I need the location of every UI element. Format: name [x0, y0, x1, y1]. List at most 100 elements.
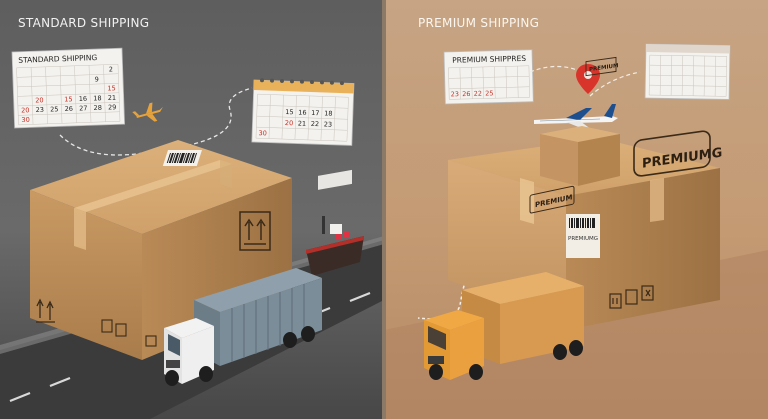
- premium-delivery-truck: PREMIUM: [424, 185, 584, 380]
- standard-calendar-1-day: 25: [50, 105, 59, 113]
- standard-calendar-2-day: 20: [285, 119, 294, 127]
- standard-calendar-2-day: 23: [324, 120, 333, 128]
- premium-calendar-2-grid-line: [649, 54, 727, 57]
- premium-calendar-1-grid-line: [448, 67, 450, 100]
- premium-small-box: PREMIUM: [540, 56, 620, 186]
- premium-calendar-2-grid-line: [692, 55, 695, 96]
- standard-calendar-1-day: 20: [35, 96, 44, 104]
- premium-calendar-2-grid-line: [681, 55, 684, 96]
- standard-calendar-2-grid-line: [255, 94, 258, 139]
- standard-calendar-2-day: 16: [298, 108, 307, 116]
- standard-calendar-2-grid-line: [256, 115, 348, 120]
- premium-calendar-2: [644, 43, 731, 100]
- standard-calendar-2-grid-line: [294, 95, 297, 140]
- barcode-label: [162, 150, 202, 166]
- standard-calendar-2-grid-line: [346, 97, 349, 142]
- standard-calendar-2-day: 30: [258, 129, 267, 137]
- premium-calendar-2-grid-line: [649, 84, 727, 87]
- standard-calendar-1-grid-line: [17, 92, 119, 97]
- this-side-up-icon-2: [36, 298, 55, 323]
- standard-calendar-1-grid-line: [45, 66, 48, 124]
- premium-barcode-sticker: PREMIUMG: [566, 214, 600, 258]
- standard-calendar-1-day: 21: [108, 94, 117, 102]
- standard-calendar-1-grid-line: [17, 83, 119, 88]
- standard-calendar-2-grid-line: [333, 96, 336, 141]
- standard-calendar-1-day: 18: [93, 94, 102, 102]
- premium-calendar-2-grid-line: [725, 56, 728, 97]
- standard-calendar-1-day: 26: [64, 105, 73, 113]
- premium-calendar-1-grid-line: [471, 67, 473, 99]
- panel-divider: [382, 0, 386, 419]
- standard-calendar-1-grid-line: [88, 65, 92, 123]
- standard-calendar-2: 15 16 17 18 20 21 22 23 30: [251, 78, 355, 146]
- premium-calendar-1-title: PREMIUM SHIPPRES: [452, 54, 526, 65]
- airplane-icon: [132, 102, 163, 122]
- standard-calendar-2-day: 22: [311, 120, 320, 128]
- premium-calendar-1-day: 26: [462, 90, 470, 98]
- premium-barcode-text: PREMIUMG: [568, 236, 598, 242]
- standard-calendar-1-grid-line: [17, 102, 120, 107]
- standard-calendar-1-day: 23: [36, 106, 45, 114]
- premium-small-box-label: PREMIUM: [589, 63, 618, 73]
- premium-calendar-1-grid-line: [494, 66, 496, 99]
- standard-package-box: [30, 140, 292, 360]
- standard-calendar-2-grid-line: [256, 126, 348, 131]
- standard-calendar-1-day: 29: [108, 103, 117, 111]
- premium-shipping-title: PREMIUM SHIPPING: [418, 16, 540, 30]
- standard-calendar-2-day: 18: [324, 109, 333, 117]
- standard-calendar-1-day: 16: [79, 95, 88, 103]
- standard-route-line: [59, 87, 253, 156]
- standard-calendar-2-grid-line: [257, 93, 349, 98]
- standard-calendar-2-day: 15: [285, 108, 294, 116]
- premium-calendar-2-grid-line: [714, 56, 717, 97]
- fragile-icons: [101, 319, 157, 347]
- standard-calendar-1-grid-line: [16, 73, 119, 78]
- this-side-up-icon: [239, 211, 271, 251]
- standard-calendar-2-grid-line: [255, 137, 347, 142]
- handling-icons: [609, 285, 654, 309]
- standard-calendar-2-grid-line: [320, 96, 323, 141]
- premium-calendar-1-grid-line: [459, 67, 461, 100]
- standard-calendar-1-day: 9: [95, 75, 99, 83]
- standard-calendar-1-day: 30: [21, 116, 30, 124]
- standard-calendar-1-grid-line: [16, 67, 19, 125]
- premium-calendar-1-grid-line: [448, 86, 530, 90]
- premium-calendar-1-grid-line: [517, 66, 519, 98]
- premium-calendar-2-grid-line: [648, 55, 651, 96]
- standard-calendar-2-grid-line: [307, 95, 310, 140]
- premium-calendar-1-grid-line: [505, 66, 507, 98]
- standard-calendar-1-grid-line: [59, 66, 63, 124]
- standard-calendar-1-grid-line: [18, 121, 120, 126]
- standard-calendar-2-day: 21: [298, 119, 307, 127]
- standard-calendar-1-day: 2: [109, 65, 113, 73]
- premium-route-line-2: [589, 71, 641, 97]
- standard-calendar-1-grid-line: [18, 111, 120, 116]
- standard-calendar-2-grid-line: [257, 104, 349, 109]
- premium-calendar-2-grid-line: [659, 55, 662, 96]
- container-truck: [164, 268, 322, 386]
- standard-calendar-1-grid-line: [103, 64, 106, 122]
- premium-calendar-1-grid-line: [528, 65, 530, 98]
- standard-calendar-1-grid-line: [117, 64, 121, 122]
- premium-calendar-2-grid-line: [649, 74, 727, 77]
- premium-calendar-1-grid-line: [448, 65, 529, 69]
- standard-calendar-1-day: 27: [79, 104, 88, 112]
- standard-calendar-1-day: 20: [21, 106, 30, 114]
- standard-calendar-1-day: 28: [93, 104, 102, 112]
- standard-calendar-1-grid-line: [74, 65, 77, 123]
- premium-calendar-1-day: 23: [451, 90, 459, 98]
- cargo-ship: [306, 169, 364, 276]
- premium-calendar-1-day: 22: [474, 90, 482, 98]
- premium-calendar-1-day: 25: [485, 89, 493, 97]
- premium-calendar-2-grid-line: [703, 56, 706, 97]
- standard-calendar-1-grid-line: [16, 64, 119, 69]
- standard-calendar-2-day: 17: [311, 109, 320, 117]
- standard-shipping-title: STANDARD SHIPPING: [18, 16, 150, 30]
- premium-calendar-2-grid-line: [649, 64, 727, 67]
- premium-calendar-2-grid-line: [670, 55, 673, 96]
- standard-calendar-2-grid-line: [281, 95, 284, 140]
- premium-calendar-1-grid-line: [448, 76, 530, 79]
